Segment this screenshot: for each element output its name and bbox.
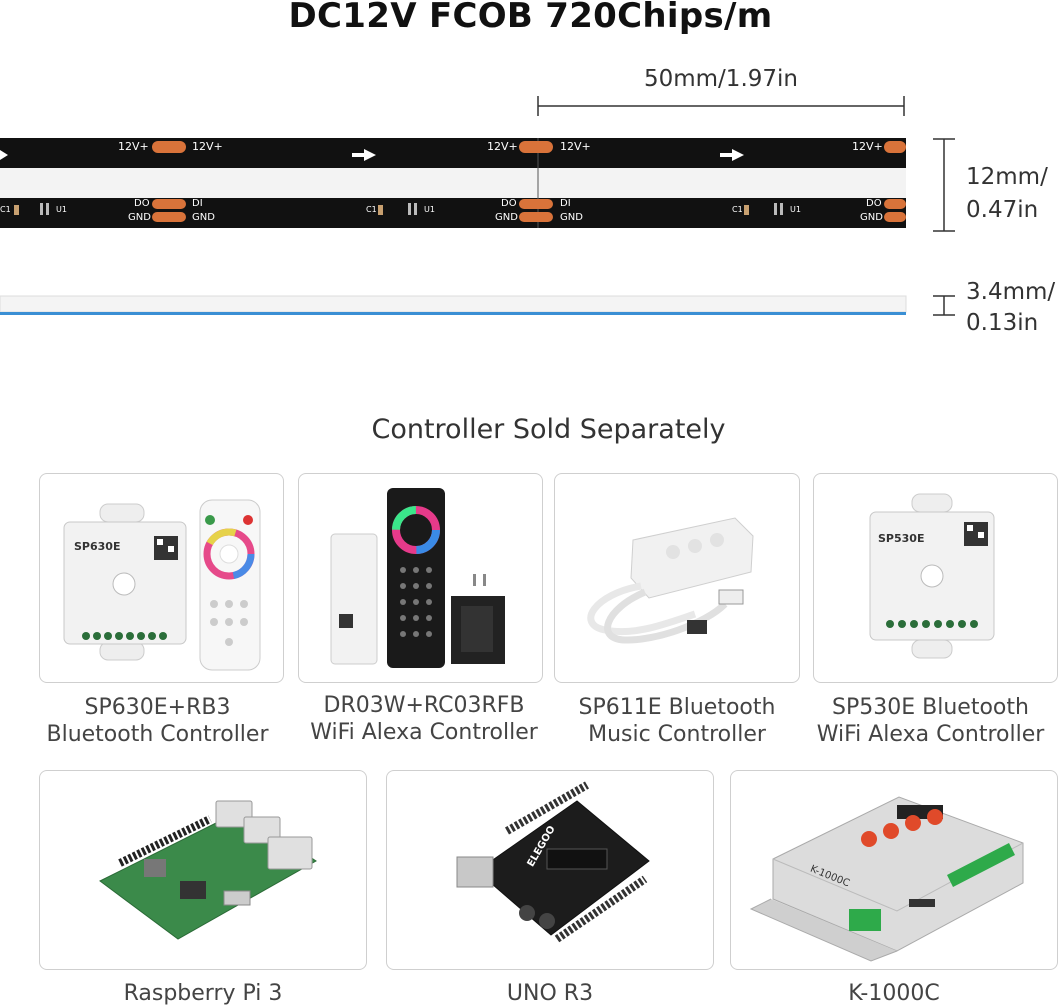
device-model-text: SP630E	[74, 540, 121, 553]
thickness-line-1: 3.4mm/	[966, 279, 1056, 305]
product-card-sp611e[interactable]	[554, 473, 800, 683]
sp530e-controller-image	[869, 493, 995, 659]
product-card-sp530e[interactable]: SP530E	[813, 473, 1058, 683]
strip-label-u1: U1	[56, 205, 67, 214]
strip-diffuser	[0, 168, 906, 198]
section-heading: Controller Sold Separately	[371, 414, 726, 445]
strip-label-v-plus: 12V+	[852, 140, 883, 153]
raspberry-pi-board-image	[99, 800, 317, 940]
product-caption-sp630e: SP630E+RB3 Bluetooth Controller	[39, 694, 276, 748]
sp630e-controller-image	[63, 499, 261, 671]
product-card-raspberry-pi-3[interactable]	[39, 770, 367, 970]
strip-label-v-plus: 12V+	[118, 140, 149, 153]
width-line-2: 0.47in	[966, 197, 1039, 223]
product-caption-sp611e: SP611E Bluetooth Music Controller	[554, 694, 800, 748]
caption-line-1: SP611E Bluetooth	[578, 695, 776, 720]
led-strip-diagram: 12V+ 12V+ 12V+ 12V+ 12V+ DO DI GND GND D…	[0, 0, 1061, 360]
strip-bottom-band	[0, 198, 906, 228]
strip-label-c1: C1	[366, 205, 377, 214]
caption-line-2: WiFi Alexa Controller	[816, 722, 1045, 747]
thickness-dimension-label: 3.4mm/ 0.13in	[966, 277, 1055, 339]
k-1000c-controller-image	[749, 796, 1024, 962]
strip-label-v-plus: 12V+	[487, 140, 518, 153]
product-caption-k-1000c: K-1000C	[730, 980, 1058, 1007]
strip-label-di: DI	[560, 198, 571, 209]
uno-r3-board-image	[456, 781, 650, 943]
width-dimension-line	[933, 138, 955, 232]
sp611e-controller-image	[587, 517, 754, 644]
product-caption-dr03w: DR03W+RC03RFB WiFi Alexa Controller	[298, 692, 550, 746]
strip-label-c1: C1	[732, 205, 743, 214]
strip-label-do: DO	[134, 198, 150, 209]
caption-line-1: DR03W+RC03RFB	[323, 693, 525, 718]
thickness-dimension-line	[933, 295, 955, 316]
product-caption-sp530e: SP530E Bluetooth WiFi Alexa Controller	[813, 694, 1048, 748]
product-card-dr03w[interactable]	[298, 473, 543, 683]
caption-line-1: SP530E Bluetooth	[832, 695, 1029, 720]
device-model-text: SP530E	[878, 532, 925, 545]
product-card-uno-r3[interactable]: ELEGOO	[386, 770, 714, 970]
strip-label-gnd: GND	[860, 212, 883, 223]
width-dimension-label: 12mm/ 0.47in	[966, 161, 1048, 227]
dr03w-controller-image	[330, 488, 505, 668]
width-line-1: 12mm/	[966, 164, 1048, 190]
strip-label-v-plus: 12V+	[192, 140, 223, 153]
strip-label-gnd: GND	[495, 212, 518, 223]
strip-label-di: DI	[192, 198, 203, 209]
strip-label-v-plus: 12V+	[560, 140, 591, 153]
caption-line-2: Music Controller	[588, 722, 766, 747]
product-card-sp630e[interactable]: SP630E	[39, 473, 284, 683]
length-dimension-line	[537, 96, 905, 116]
strip-label-u1: U1	[424, 205, 435, 214]
caption-line-1: Raspberry Pi 3	[123, 981, 283, 1006]
strip-label-gnd: GND	[128, 212, 151, 223]
length-dimension-label: 50mm/1.97in	[643, 66, 798, 92]
caption-line-1: UNO R3	[506, 981, 594, 1006]
strip-label-do: DO	[866, 198, 882, 209]
product-card-k-1000c[interactable]: K-1000C	[730, 770, 1058, 970]
product-caption-uno-r3: UNO R3	[386, 980, 714, 1007]
caption-line-1: K-1000C	[848, 981, 940, 1006]
strip-label-gnd: GND	[192, 212, 215, 223]
led-strip-drawing	[0, 96, 955, 316]
caption-line-2: Bluetooth Controller	[46, 722, 269, 747]
strip-label-gnd: GND	[560, 212, 583, 223]
strip-label-u1: U1	[790, 205, 801, 214]
direction-arrows	[0, 149, 744, 161]
strip-top-band	[0, 138, 906, 168]
caption-line-2: WiFi Alexa Controller	[310, 720, 538, 745]
strip-label-c1: C1	[0, 205, 11, 214]
strip-profile	[0, 295, 907, 313]
caption-line-1: SP630E+RB3	[84, 695, 231, 720]
thickness-line-2: 0.13in	[966, 310, 1039, 336]
strip-label-do: DO	[501, 198, 517, 209]
product-caption-raspberry-pi-3: Raspberry Pi 3	[39, 980, 367, 1007]
page-title: DC12V FCOB 720Chips/m	[288, 0, 773, 36]
